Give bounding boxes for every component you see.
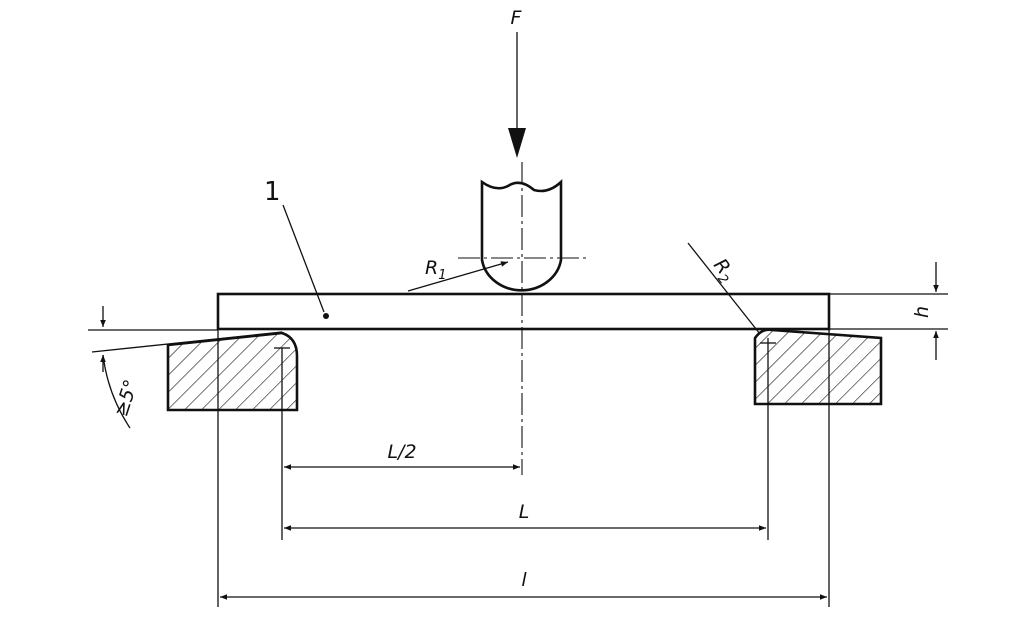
left-support xyxy=(166,331,299,412)
part-number-label: 1 xyxy=(264,177,281,207)
support-radius-leader xyxy=(687,242,761,335)
span-label: L xyxy=(519,501,530,523)
nose-radius-label: R1 xyxy=(425,257,446,283)
length-label: l xyxy=(521,569,527,591)
force-arrow xyxy=(508,32,526,158)
loading-nose xyxy=(480,179,563,292)
specimen-reference-dot xyxy=(323,313,329,319)
angle-label: ≥5° xyxy=(110,377,143,419)
specimen xyxy=(216,292,831,331)
nose-radius-leader xyxy=(407,261,509,292)
extension-lines xyxy=(217,329,830,607)
part-number-leader xyxy=(282,204,325,313)
right-support xyxy=(753,328,883,406)
angle-indicator xyxy=(88,306,283,429)
thickness-dimension xyxy=(829,262,948,360)
force-label: F xyxy=(511,7,523,29)
thickness-label: h xyxy=(911,306,933,318)
half-span-label: L/2 xyxy=(387,441,416,463)
